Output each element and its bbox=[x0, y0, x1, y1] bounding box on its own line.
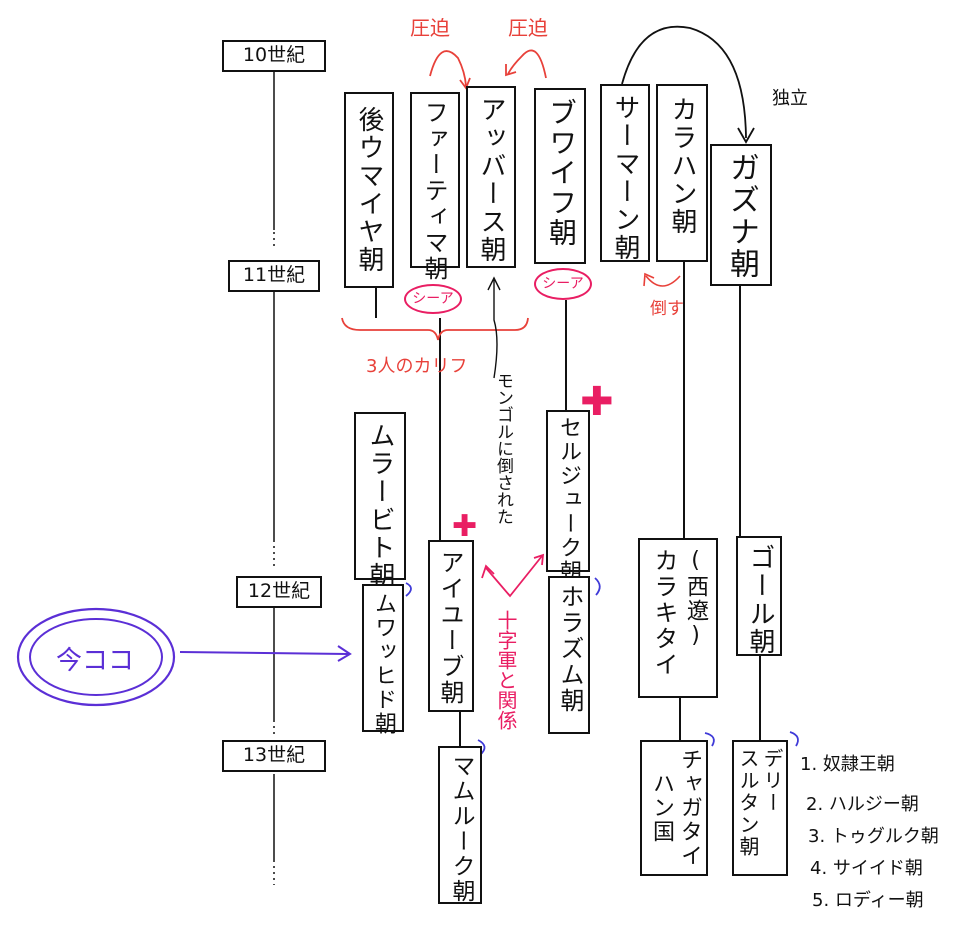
box-khwarazm: ホラズム朝 bbox=[548, 576, 590, 734]
century-13: 13世紀 bbox=[222, 740, 326, 772]
label-karakhitai: カラキタイ bbox=[650, 548, 678, 678]
box-karakhanid: カラハン朝 bbox=[656, 84, 708, 262]
now-here-ellipse bbox=[16, 607, 176, 707]
label-delhi-2: スルタン朝 bbox=[736, 748, 760, 858]
mongol-label: モンゴルに倒された bbox=[493, 372, 513, 525]
dynasty-lines bbox=[375, 262, 761, 748]
label-abbasid: アッバース朝 bbox=[476, 96, 506, 264]
label-ghaznavid: ガズナ朝 bbox=[724, 152, 759, 280]
delhi-list-item-5: 5. ロディー朝 bbox=[812, 890, 924, 911]
label-delhi: デリー bbox=[760, 748, 784, 814]
box-fatimid: ファーティマ朝 bbox=[410, 92, 460, 282]
independence-label: 独立 bbox=[772, 88, 808, 109]
label-ayyubid: アイユーブ朝 bbox=[436, 550, 464, 706]
shia-right-badge: シーア bbox=[534, 268, 592, 300]
overthrow-label: 倒す bbox=[650, 299, 684, 319]
label-almoravid: ムラービト朝 bbox=[365, 422, 395, 590]
label-khwarazm: ホラズム朝 bbox=[556, 584, 584, 714]
label-seljuk: セルジューク朝 bbox=[556, 416, 581, 584]
label-karakhanid: カラハン朝 bbox=[667, 96, 697, 236]
box-mamluk: マムルーク朝 bbox=[438, 746, 482, 904]
label-karakhitai-sub: (西遼) bbox=[683, 548, 708, 650]
three-caliphs-label: 3人のカリフ bbox=[366, 356, 468, 377]
box-karakhitai: (西遼) カラキタイ bbox=[638, 538, 718, 698]
label-buyid: ブワイフ朝 bbox=[545, 98, 578, 248]
box-samanid: サーマーン朝 bbox=[600, 84, 650, 262]
cross-mark-ayyubid: ✚ bbox=[452, 509, 478, 544]
box-chagatai: チャガタイ ハン国 bbox=[640, 740, 708, 876]
pressure-right-label: 圧迫 bbox=[508, 16, 548, 40]
box-delhi: デリー スルタン朝 bbox=[732, 740, 788, 876]
crusade-arrows bbox=[485, 555, 543, 598]
box-almohad: ムワッヒド朝 bbox=[362, 584, 404, 736]
cross-mark-seljuk: ✚ bbox=[580, 379, 614, 425]
box-seljuk: セルジューク朝 bbox=[546, 410, 590, 584]
century-10: 10世紀 bbox=[222, 40, 326, 72]
delhi-list-item-3: 3. トゥグルク朝 bbox=[808, 826, 939, 847]
crusade-label: 十字軍と関係 bbox=[494, 610, 518, 730]
shia-left-badge: シーア bbox=[404, 284, 462, 314]
delhi-list-item-1: 1. 奴隷王朝 bbox=[800, 754, 895, 775]
box-ayyubid: アイユーブ朝 bbox=[428, 540, 474, 712]
box-almoravid: ムラービト朝 bbox=[354, 412, 406, 590]
box-ghurid: ゴール朝 bbox=[736, 536, 782, 656]
label-chagatai: チャガタイ bbox=[677, 748, 702, 868]
independence-arrow bbox=[621, 25, 747, 139]
mongol-arrow bbox=[493, 280, 498, 379]
label-mamluk: マムルーク朝 bbox=[448, 754, 474, 904]
label-chagatai-2: ハン国 bbox=[649, 772, 674, 844]
label-umayyad: 後ウマイヤ朝 bbox=[354, 106, 384, 274]
box-buyid: ブワイフ朝 bbox=[534, 88, 586, 264]
label-ghurid: ゴール朝 bbox=[745, 544, 775, 656]
box-umayyad: 後ウマイヤ朝 bbox=[344, 92, 394, 288]
century-11: 11世紀 bbox=[228, 260, 320, 292]
delhi-list-item-2: 2. ハルジー朝 bbox=[806, 794, 919, 815]
pressure-left-label: 圧迫 bbox=[410, 16, 450, 40]
now-here-label: 今ココ bbox=[56, 646, 135, 676]
delhi-list-item-4: 4. サイイド朝 bbox=[810, 858, 923, 879]
label-samanid: サーマーン朝 bbox=[610, 94, 640, 262]
box-ghaznavid: ガズナ朝 bbox=[710, 144, 772, 286]
century-12: 12世紀 bbox=[236, 576, 322, 608]
label-almohad: ムワッヒド朝 bbox=[371, 592, 396, 736]
box-abbasid: アッバース朝 bbox=[466, 86, 516, 268]
three-caliphs-bracket bbox=[341, 317, 529, 341]
label-fatimid: ファーティマ朝 bbox=[420, 100, 448, 282]
